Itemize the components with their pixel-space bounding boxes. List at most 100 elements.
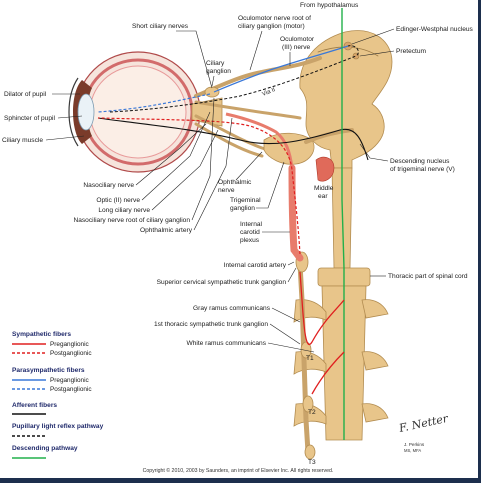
lens bbox=[77, 93, 95, 131]
leader-ciliary-ganglion bbox=[211, 75, 215, 87]
legend-parasympathetic-title: Parasympathetic fibers bbox=[12, 367, 85, 374]
label-t3: T3 bbox=[308, 459, 316, 466]
legend-afferent-title: Afferent fibers bbox=[12, 402, 57, 409]
label-t1: T1 bbox=[306, 355, 314, 362]
leader-first-thoracic bbox=[269, 323, 301, 345]
leader-white-ramus bbox=[267, 342, 315, 353]
signature-perkins: J. Perkins bbox=[404, 442, 425, 447]
afferent-path bbox=[97, 117, 369, 161]
parasympathetic-preganglionic-path bbox=[213, 45, 349, 93]
labels: From hypothalamus Short ciliary nerves O… bbox=[2, 2, 474, 466]
label-first-thoracic-ganglion: 1st thoracic sympathetic trunk ganglion bbox=[154, 321, 268, 328]
legend: Sympathetic fibers Preganglionic Postgan… bbox=[12, 331, 104, 459]
vertebra-r2 bbox=[361, 351, 389, 371]
label-descending-nucleus-1: Descending nucleus bbox=[390, 158, 450, 165]
legend-sympathetic-pre: Preganglionic bbox=[50, 341, 90, 348]
leader-nasociliary bbox=[135, 123, 207, 186]
label-white-ramus: White ramus communicans bbox=[186, 340, 266, 347]
leader-superior-cervical bbox=[287, 267, 297, 283]
ophthalmic-artery-vessel bbox=[225, 112, 294, 169]
label-ophthalmic-artery: Ophthalmic artery bbox=[140, 227, 193, 234]
label-internal-carotid-artery: Internal carotid artery bbox=[224, 262, 287, 269]
label-long-ciliary-nerve: Long ciliary nerve bbox=[98, 207, 150, 214]
label-trigeminal-ganglion-1: Trigeminal bbox=[230, 197, 261, 204]
leader-optic bbox=[141, 111, 211, 201]
parasympathetic-postganglionic-path bbox=[97, 93, 211, 113]
artist-signature: F. Netter J. Perkins MS, MFA bbox=[397, 412, 450, 453]
label-nasociliary-nerve: Nasociliary nerve bbox=[83, 182, 134, 189]
internal-carotid-artery bbox=[288, 164, 304, 262]
cornea bbox=[68, 77, 79, 147]
label-dilator-of-pupil: Dilator of pupil bbox=[4, 91, 47, 98]
label-sphincter-of-pupil: Sphincter of pupil bbox=[4, 115, 55, 122]
label-nasociliary-root: Nasociliary nerve root of ciliary gangli… bbox=[73, 217, 190, 224]
label-gray-ramus: Gray ramus communicans bbox=[193, 305, 271, 312]
label-optic-nerve: Optic (II) nerve bbox=[96, 197, 140, 204]
leader-short-ciliary bbox=[176, 30, 213, 89]
optic-tract bbox=[194, 100, 302, 120]
label-middle-ear-2: ear bbox=[318, 193, 328, 200]
label-oculomotor-root-1: Oculomotor nerve root of bbox=[238, 15, 311, 22]
label-internal-carotid-plexus-3: plexus bbox=[240, 237, 260, 244]
ganglion-t3 bbox=[304, 444, 316, 460]
label-oculomotor-iii-2: (III) nerve bbox=[282, 44, 311, 51]
leader-pretectum bbox=[359, 50, 395, 57]
signature-degree: MS, MFA bbox=[404, 448, 421, 453]
label-middle-ear-1: Middle bbox=[314, 185, 334, 192]
leader-ophthalmic-artery bbox=[193, 117, 233, 231]
ciliary-ganglion bbox=[204, 86, 220, 98]
label-t2: T2 bbox=[308, 409, 316, 416]
sympathetic-preganglionic-path bbox=[299, 271, 345, 345]
legend-parasympathetic-post: Postganglionic bbox=[50, 386, 92, 393]
leader-ciliary-muscle bbox=[45, 135, 85, 141]
pupillary-reflex-path bbox=[109, 45, 359, 113]
vertebra-r3 bbox=[361, 403, 389, 423]
legend-parasympathetic-pre: Preganglionic bbox=[50, 377, 90, 384]
label-ophthalmic-nerve-1: Ophthalmic bbox=[218, 179, 252, 186]
descending-pathway-path bbox=[341, 8, 345, 440]
label-ciliary-ganglion-2: ganglion bbox=[206, 68, 231, 75]
legend-sympathetic-post: Postganglionic bbox=[50, 350, 92, 357]
label-internal-carotid-plexus-2: carotid bbox=[240, 229, 260, 236]
leader-nasociliary-root bbox=[191, 97, 215, 221]
legend-descending-title: Descending pathway bbox=[12, 445, 78, 452]
label-oculomotor-iii-1: Oculomotor bbox=[280, 36, 315, 43]
signature-netter: F. Netter bbox=[397, 412, 450, 435]
vertebra-r1 bbox=[361, 299, 389, 319]
label-descending-nucleus-2: of trigeminal nerve (V) bbox=[390, 166, 455, 173]
leader-sphincter bbox=[57, 115, 83, 119]
label-thoracic-spinal-cord: Thoracic part of spinal cord bbox=[388, 273, 468, 280]
sympathetic-preganglionic-path-2 bbox=[311, 351, 345, 395]
leader-oculomotor-root bbox=[249, 30, 263, 71]
vertebra-1 bbox=[293, 299, 327, 323]
sympathetic-postganglionic-path bbox=[97, 117, 301, 255]
eyeball bbox=[68, 51, 223, 173]
label-from-hypothalamus: From hypothalamus bbox=[300, 2, 359, 9]
legend-sympathetic-title: Sympathetic fibers bbox=[12, 331, 71, 338]
label-trigeminal-ganglion-2: ganglion bbox=[230, 205, 255, 212]
trigeminal-root bbox=[304, 128, 354, 144]
ganglion-t1 bbox=[300, 341, 312, 359]
label-pretectum: Pretectum bbox=[396, 48, 427, 55]
leader-internal-carotid-artery bbox=[287, 261, 295, 266]
copyright-notice: Copyright © 2010, 2003 by Saunders, an i… bbox=[143, 467, 334, 474]
midbrain-pons bbox=[299, 30, 393, 169]
leader-trigeminal-ganglion bbox=[256, 161, 285, 209]
leader-edinger-westphal bbox=[351, 28, 395, 45]
leader-ophthalmic-nerve bbox=[235, 151, 263, 181]
label-superior-cervical-ganglion: Superior cervical sympathetic trunk gang… bbox=[157, 279, 287, 286]
internal-carotid bbox=[225, 112, 304, 262]
label-oculomotor-root-2: ciliary ganglion (motor) bbox=[238, 23, 305, 30]
label-ciliary-ganglion-1: Ciliary bbox=[206, 60, 225, 67]
label-ciliary-muscle: Ciliary muscle bbox=[2, 137, 43, 144]
ganglion-t2 bbox=[302, 395, 314, 413]
middle-ear bbox=[315, 156, 335, 182]
label-via-ii: Via II bbox=[262, 87, 277, 98]
leader-descending-nucleus bbox=[359, 143, 389, 162]
label-short-ciliary-nerves: Short ciliary nerves bbox=[132, 23, 189, 30]
label-ophthalmic-nerve-2: nerve bbox=[218, 187, 235, 194]
leader-gray-ramus bbox=[271, 307, 301, 323]
label-edinger-westphal: Edinger-Westphal nucleus bbox=[396, 26, 474, 33]
label-internal-carotid-plexus-1: Internal bbox=[240, 221, 263, 228]
